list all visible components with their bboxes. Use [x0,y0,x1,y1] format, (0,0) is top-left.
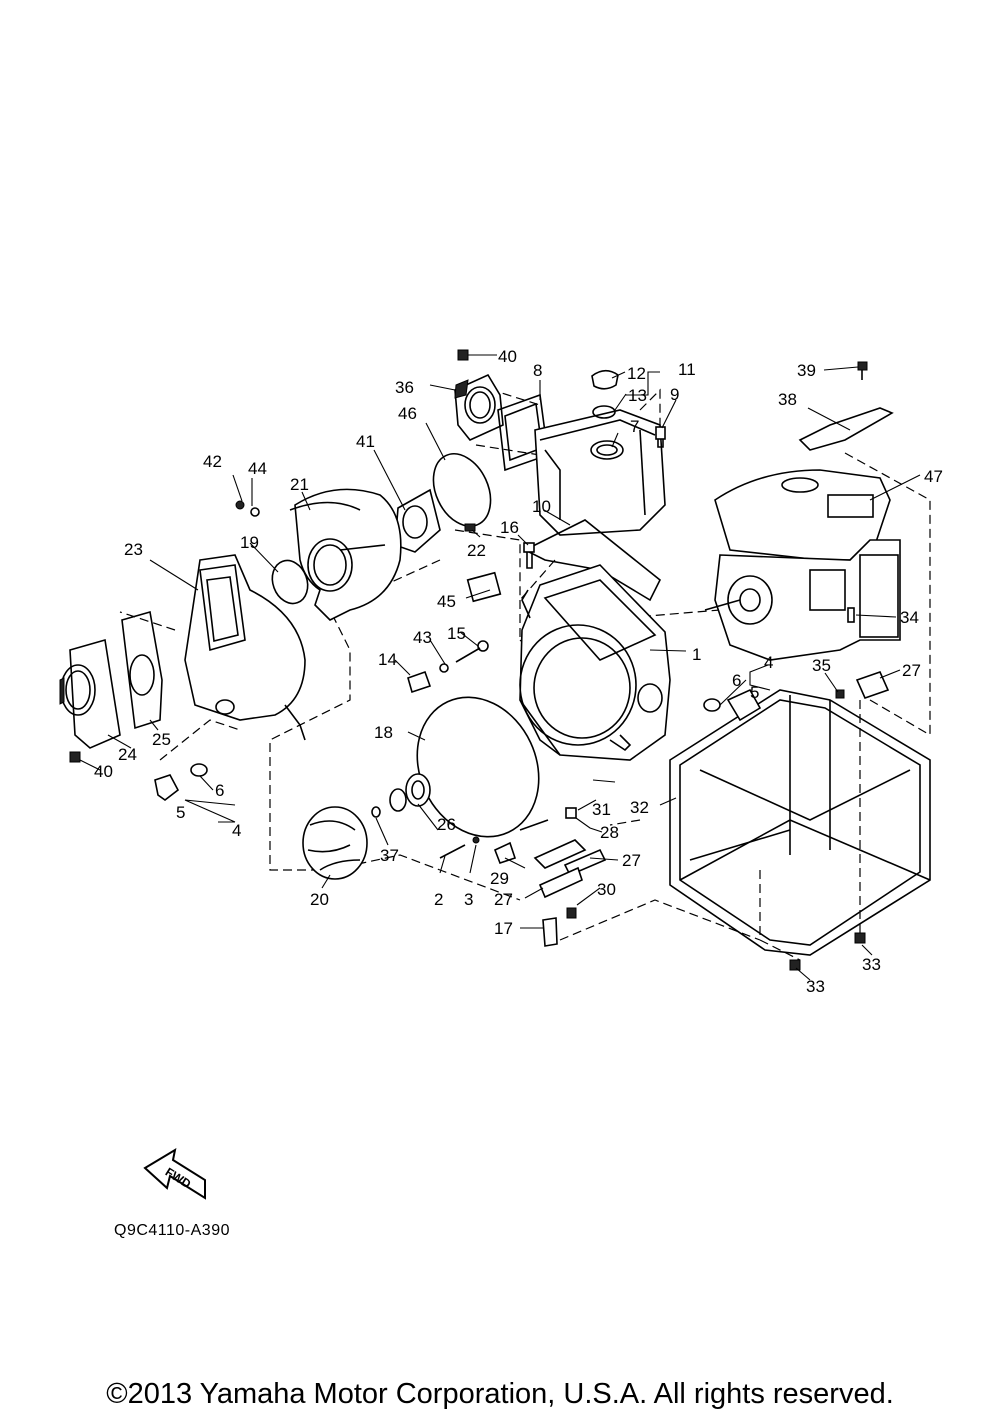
callout-5: 5 [176,803,185,822]
callout-4: 4 [764,653,773,672]
callout-8: 8 [533,361,542,380]
callout-23: 23 [124,540,143,559]
callout-38: 38 [778,390,797,409]
callout-33: 33 [806,977,825,996]
part-38-bracket [798,361,894,451]
part-25-gasket [121,610,163,730]
callout-28: 28 [600,823,619,842]
callout-42: 42 [203,452,222,471]
part-47-engine [704,469,901,661]
copyright-notice: ©2013 Yamaha Motor Corporation, U.S.A. A… [106,1378,894,1410]
callout-45: 45 [437,592,456,611]
part-36-flange [454,373,504,441]
callout-5: 5 [750,683,759,702]
diagram-code: Q9C4110-A390 [114,1222,230,1239]
callout-36: 36 [395,378,414,397]
part-10-gasket [523,519,662,602]
callout-15: 15 [447,624,466,643]
part-21-volute [289,488,402,621]
callout-37: 37 [380,846,399,865]
callout-33: 33 [862,955,881,974]
callout-27: 27 [902,661,921,680]
part-14-15-43 [407,640,489,694]
callout-24: 24 [118,745,137,764]
callout-35: 35 [812,656,831,675]
part-23-casing [184,554,306,741]
callout-16: 16 [500,518,519,537]
callout-6: 6 [215,781,224,800]
callout-10: 10 [532,497,551,516]
callout-18: 18 [374,723,393,742]
callout-17: 17 [494,919,513,938]
callout-41: 41 [356,432,375,451]
part-32-frame [669,689,931,956]
callout-31: 31 [592,800,611,819]
callout-27: 27 [494,890,513,909]
callout-39: 39 [797,361,816,380]
part-16-bolt [523,542,535,569]
callout-12: 12 [627,364,646,383]
small-parts [69,349,890,971]
callout-25: 25 [152,730,171,749]
callout-44: 44 [248,459,267,478]
callout-21: 21 [290,475,309,494]
callout-2: 2 [434,890,443,909]
callout-9: 9 [670,385,679,404]
callout-40: 40 [94,762,113,781]
part-12-cap [591,369,619,419]
callout-26: 26 [437,815,456,834]
part-5-plug-left [154,763,208,801]
part-2-3 [439,836,480,859]
callout-40: 40 [498,347,517,366]
callout-13: 13 [628,386,647,405]
callout-29: 29 [490,869,509,888]
part-9-plug [655,426,666,448]
part-45-label [466,571,502,603]
callout-labels: 1 2 3 4 4 4 5 5 6 6 7 8 9 10 11 12 13 14… [94,347,943,996]
callout-3: 3 [464,890,473,909]
callout-4: 4 [232,821,241,840]
callout-1: 1 [692,645,701,664]
part-20-impeller [302,806,368,880]
callout-32: 32 [630,798,649,817]
part-24-inlet [59,638,121,749]
part-46-gasket [432,453,492,527]
callout-19: 19 [240,533,259,552]
callout-30: 30 [597,880,616,899]
callout-7: 7 [630,417,639,436]
leader-lines [79,354,921,981]
callout-20: 20 [310,890,329,909]
callout-46: 46 [398,404,417,423]
fwd-arrow-icon: FWD [143,1147,206,1200]
part-7-cover [534,409,666,536]
callout-14: 14 [378,650,397,669]
callout-43: 43 [413,628,432,647]
callout-22: 22 [467,541,486,560]
callout-34: 34 [900,608,919,627]
mount-parts [493,807,607,947]
callout-11: 11 [678,360,696,379]
part-1-housing [519,564,671,761]
callout-47: 47 [924,467,943,486]
part-41-plate [394,488,441,553]
callout-27: 27 [622,851,641,870]
part-19-oring [271,559,309,605]
part-26-seal [371,773,431,818]
callout-6: 6 [732,671,741,690]
